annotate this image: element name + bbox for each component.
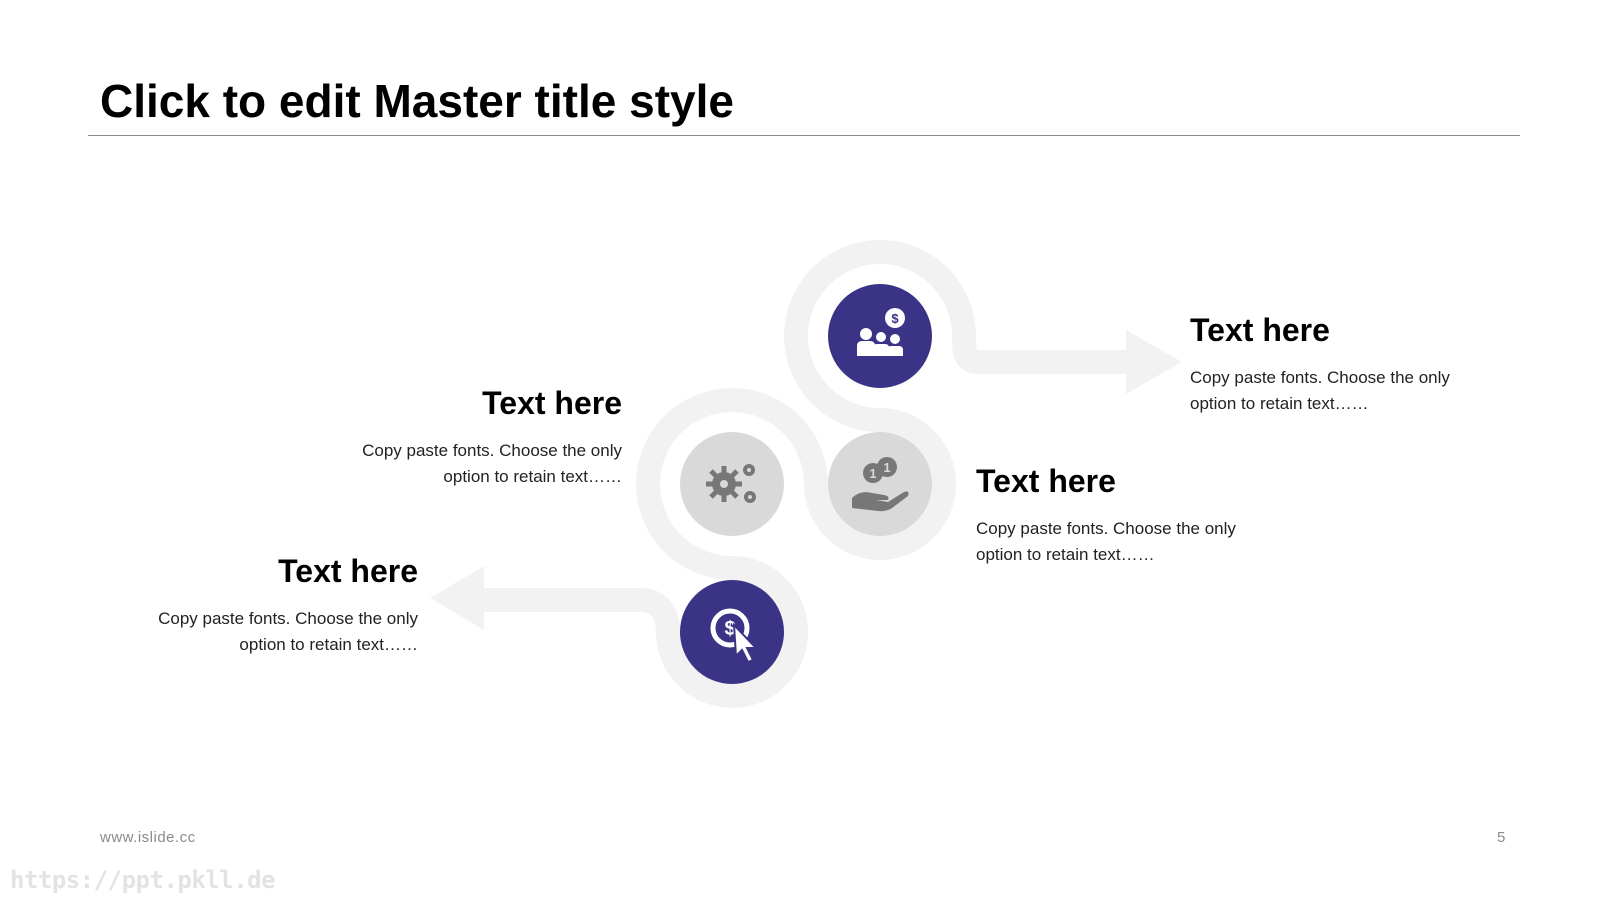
page-number: 5	[1497, 829, 1506, 846]
svg-text:$: $	[724, 618, 735, 640]
item-body: Copy paste fonts. Choose the only option…	[1190, 365, 1450, 417]
hand-coins-icon: 1 1	[852, 457, 909, 512]
circle-dollar-click	[680, 580, 784, 684]
arrow-head-left	[430, 566, 484, 630]
footer-url: www.islide.cc	[100, 829, 196, 846]
item-body-line: Copy paste fonts. Choose the only	[158, 609, 418, 628]
item-heading: Text here	[482, 385, 622, 421]
text-block-mid-left: Text here Copy paste fonts. Choose the o…	[362, 385, 622, 490]
text-block-mid-right: Text here Copy paste fonts. Choose the o…	[976, 463, 1236, 568]
svg-text:1: 1	[883, 460, 890, 475]
team-dollar-icon: $	[857, 308, 905, 356]
item-body-line: option to retain text……	[443, 467, 622, 486]
watermark: https://ppt.pkll.de	[10, 866, 276, 894]
item-body-line: option to retain text……	[976, 545, 1155, 564]
item-body: Copy paste fonts. Choose the only option…	[976, 516, 1236, 568]
item-body-line: Copy paste fonts. Choose the only	[1190, 368, 1450, 387]
item-body-line: option to retain text……	[239, 635, 418, 654]
circle-hand-coins	[828, 432, 932, 536]
text-block-bottom-left: Text here Copy paste fonts. Choose the o…	[158, 553, 418, 658]
connector-track	[448, 240, 1140, 708]
item-body-line: option to retain text……	[1190, 394, 1369, 413]
item-body: Copy paste fonts. Choose the only option…	[362, 438, 622, 490]
item-heading: Text here	[1190, 312, 1330, 348]
item-body-line: Copy paste fonts. Choose the only	[976, 519, 1236, 538]
svg-text:$: $	[891, 311, 899, 326]
text-block-top-right: Text here Copy paste fonts. Choose the o…	[1190, 312, 1450, 417]
slide-title: Click to edit Master title style	[100, 75, 734, 127]
item-body: Copy paste fonts. Choose the only option…	[158, 606, 418, 658]
item-heading: Text here	[976, 463, 1116, 499]
svg-text:1: 1	[869, 466, 876, 481]
lower-s-track	[448, 556, 808, 708]
item-heading: Text here	[278, 553, 418, 589]
title-divider	[88, 135, 1520, 136]
gears-icon	[706, 464, 756, 503]
center-s-track	[784, 240, 956, 560]
arrow-head-right	[1126, 330, 1182, 394]
upper-arrow-track	[868, 240, 1140, 374]
item-body-line: Copy paste fonts. Choose the only	[362, 441, 622, 460]
dollar-click-icon: $	[710, 608, 759, 664]
